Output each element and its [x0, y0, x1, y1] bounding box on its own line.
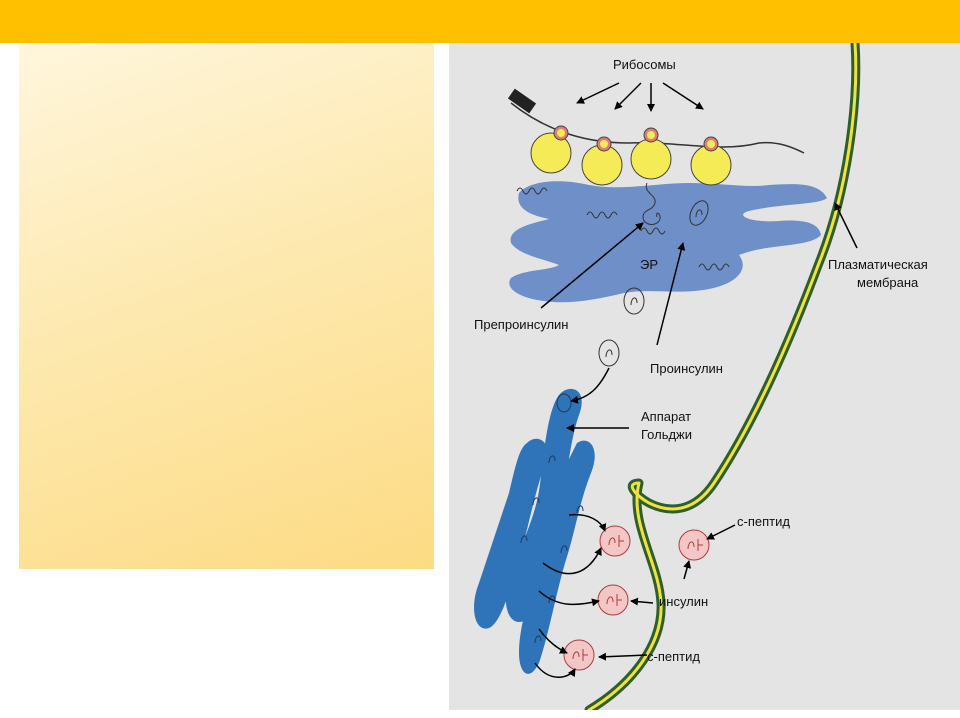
ribosome [581, 136, 623, 186]
ribosome [530, 125, 572, 174]
secretory-vesicle [563, 639, 595, 671]
secretory-vesicle [597, 584, 629, 616]
transport-vesicle [598, 287, 645, 367]
ribosome [630, 127, 672, 180]
peptide-chains [516, 182, 730, 271]
pathway-arrows [534, 367, 610, 678]
insulin-synthesis-diagram: Рибосомы ЭР Плазматическая мембрана Преп… [449, 43, 960, 710]
golgi-contents [520, 393, 584, 644]
label-proinsulin: Проинсулин [650, 361, 723, 376]
label-c-peptide-bottom: с-пептид [647, 649, 700, 664]
ribosome [690, 136, 732, 186]
mrna-cap [507, 88, 537, 114]
secretory-vesicle [599, 525, 631, 557]
label-insulin: инсулин [659, 594, 708, 609]
label-ribosomes: Рибосомы [613, 57, 676, 72]
text-panel [19, 43, 434, 569]
plasma-membrane [584, 43, 861, 710]
title-banner [0, 0, 960, 43]
label-plasma-membrane-1: Плазматическая [828, 257, 928, 272]
label-golgi-2: Гольджи [641, 427, 692, 442]
golgi-apparatus [474, 388, 595, 674]
label-c-peptide-top: с-пептид [737, 514, 790, 529]
label-preproinsulin: Препроинсулин [474, 317, 569, 332]
label-plasma-membrane-2: мембрана [857, 275, 919, 290]
label-er: ЭР [640, 257, 658, 272]
label-golgi-1: Аппарат [641, 409, 691, 424]
released-vesicle [678, 529, 710, 561]
endoplasmic-reticulum [509, 181, 827, 303]
label-arrows [540, 82, 858, 661]
